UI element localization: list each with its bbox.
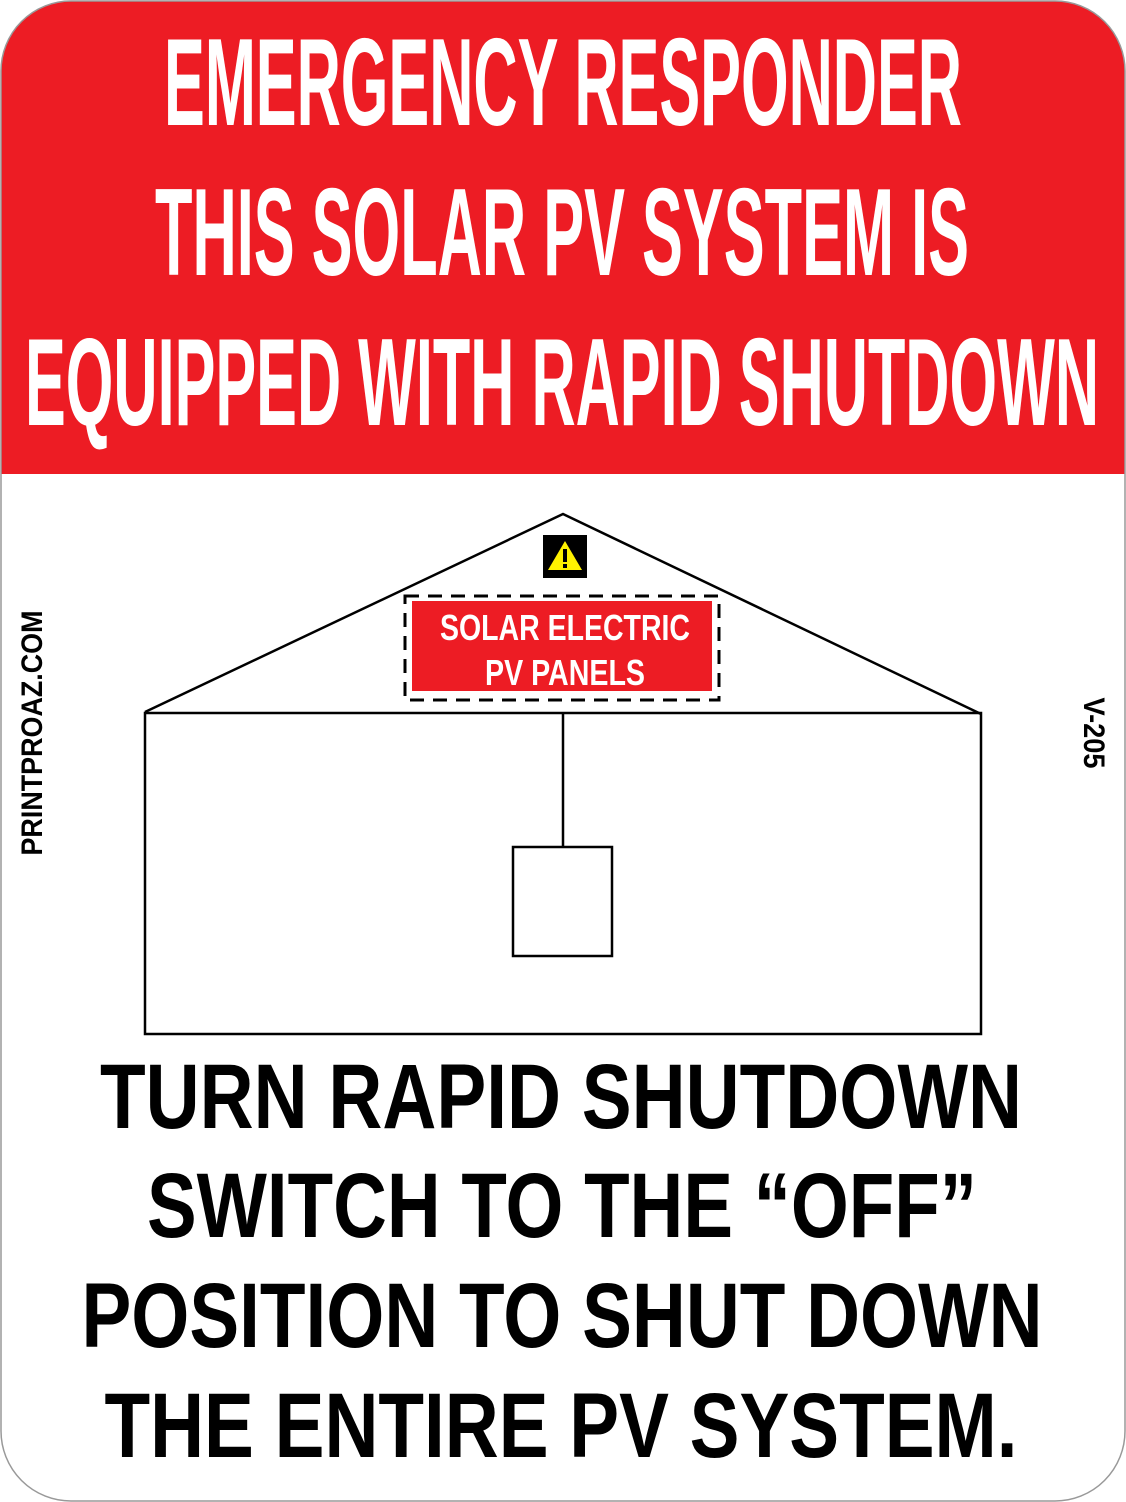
instruction-line-2: SWITCH TO THE “OFF” — [147, 1155, 977, 1257]
shutdown-switch-box — [511, 845, 614, 958]
instruction-line-4: THE ENTIRE PV SYSTEM. — [105, 1375, 1018, 1477]
sign-code-text: V-205 — [1077, 698, 1110, 769]
instruction-line-3: POSITION TO SHUT DOWN — [82, 1265, 1043, 1367]
header-line-1: EMERGENCY RESPONDER — [164, 14, 962, 152]
website-text: PRINTPROAZ.COM — [16, 611, 49, 856]
warning-triangle-icon — [543, 535, 587, 578]
panel-label-line-1: SOLAR ELECTRIC — [440, 607, 690, 648]
house-diagram — [143, 512, 983, 1036]
roof-outline — [144, 512, 982, 716]
header-line-3: EQUIPPED WITH RAPID SHUTDOWN — [25, 314, 1099, 452]
header-line-2: THIS SOLAR PV SYSTEM IS — [155, 164, 969, 302]
panel-label-line-2: PV PANELS — [485, 652, 645, 693]
instruction-line-1: TURN RAPID SHUTDOWN — [100, 1046, 1022, 1148]
header-band — [1, 1, 1125, 474]
panel-label-box — [412, 601, 712, 691]
